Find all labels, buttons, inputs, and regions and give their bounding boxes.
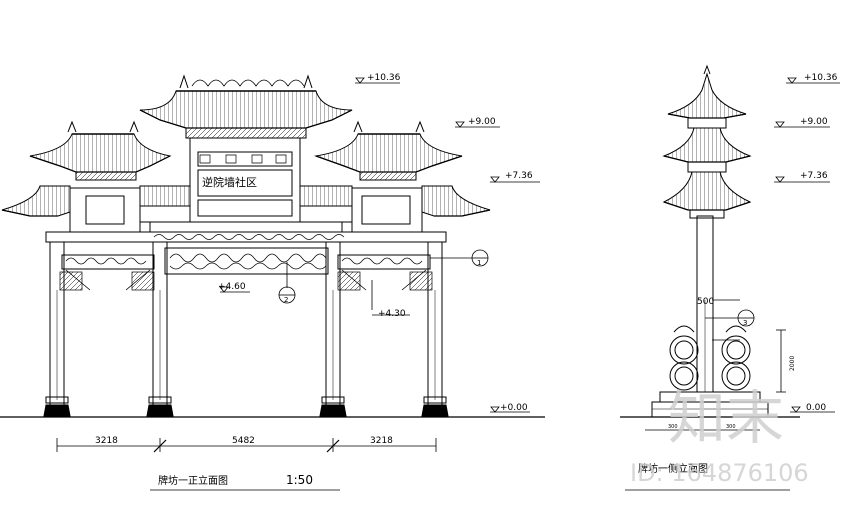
watermark-id: ID: 164876106 (630, 459, 809, 487)
watermark-logo: 知末 (668, 384, 784, 452)
detail-marker-1: 1 (477, 259, 481, 267)
dimension-line (56, 438, 437, 453)
detail-marker-2: 2 (284, 296, 288, 304)
side-dim-bottom-left: 300 (668, 424, 678, 430)
front-elevation (0, 74, 545, 491)
side-level-9-00: +9.00 (800, 117, 828, 127)
side-detail-marker: 3 (743, 319, 747, 327)
central-roof (139, 74, 353, 139)
side-dim-500: 500 (697, 297, 714, 307)
dimension-right: 3218 (370, 436, 393, 446)
elevation-markers (219, 77, 540, 413)
column-bases (43, 396, 449, 417)
side-elevation (620, 64, 840, 491)
side-top-roof (667, 64, 747, 129)
level-4-30: +4.30 (378, 309, 406, 319)
level-7-36: +7.36 (505, 171, 533, 181)
plaque-text: 逆院墙社区 (202, 175, 257, 189)
carvings (59, 234, 433, 291)
level-0-00: +0.00 (500, 403, 528, 413)
side-elevation-markers (774, 77, 840, 413)
right-side-roof (314, 120, 463, 181)
side-dim-2000: 2000 (789, 356, 796, 371)
side-base (651, 391, 769, 418)
side-level-7-36: +7.36 (800, 171, 828, 181)
level-9-00: +9.00 (468, 117, 496, 127)
side-dim-bottom-right: 300 (726, 424, 736, 430)
drum-stones (669, 325, 751, 391)
dimension-center: 5482 (232, 436, 255, 446)
detail-leaders (278, 249, 489, 304)
level-4-60: +4.60 (218, 282, 246, 292)
side-middle-roof (662, 127, 752, 173)
side-dimensions (645, 299, 786, 431)
columns (49, 241, 443, 413)
side-lower-roof (662, 171, 752, 219)
drawing-scale: 1:50 (286, 473, 313, 487)
left-side-roof (29, 120, 172, 181)
outer-roofs (1, 185, 491, 217)
watermark: 知末 ID: 164876106 (630, 384, 809, 487)
side-drawing-title: 牌坊一侧立面图 (638, 462, 708, 475)
side-level-0-00: 0.00 (806, 403, 826, 413)
dimension-left: 3218 (95, 436, 118, 446)
drawing-title: 牌坊一正立面图 (158, 474, 228, 487)
side-level-10-36: +10.36 (804, 73, 838, 83)
level-10-36: +10.36 (367, 73, 401, 83)
side-wall-panels (69, 187, 423, 233)
